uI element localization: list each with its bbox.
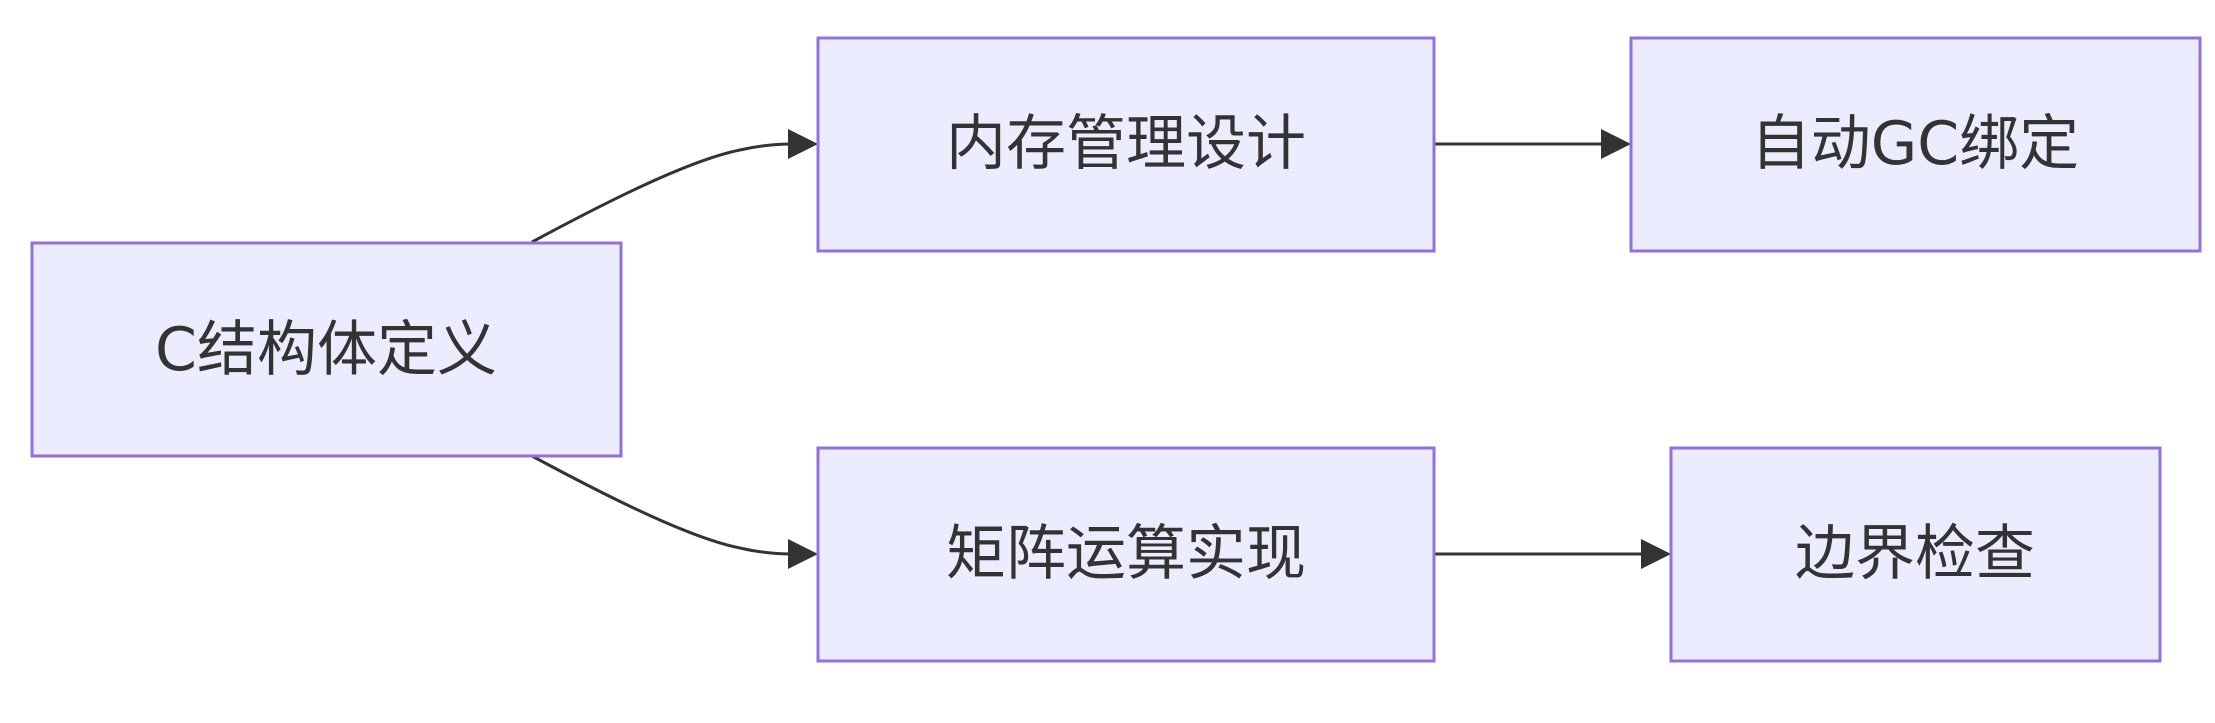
- node-c-struct: C结构体定义: [30, 241, 623, 458]
- node-label-memory: 内存管理设计: [946, 109, 1306, 179]
- node-label-bounds: 边界检查: [1795, 519, 2035, 589]
- node-matrix: 矩阵运算实现: [816, 446, 1436, 663]
- arrow-head-bounds: [1641, 539, 1671, 569]
- node-box-memory: [816, 36, 1436, 253]
- node-box-c-struct: [30, 241, 623, 458]
- node-memory: 内存管理设计: [816, 36, 1436, 253]
- edge-c-struct-to-memory: [531, 142, 794, 244]
- arrow-head-memory: [788, 129, 818, 159]
- edges: [531, 129, 1671, 569]
- node-gc-binding: 自动GC绑定: [1629, 36, 2202, 253]
- node-label-gc-binding: 自动GC绑定: [1751, 109, 2079, 179]
- arrow-head-gc: [1601, 129, 1631, 159]
- node-box-bounds: [1669, 446, 2162, 663]
- node-box-gc-binding: [1629, 36, 2202, 253]
- node-label-matrix: 矩阵运算实现: [946, 519, 1306, 589]
- node-box-matrix: [816, 446, 1436, 663]
- node-bounds: 边界检查: [1669, 446, 2162, 663]
- arrow-head-matrix: [788, 539, 818, 569]
- node-label-c-struct: C结构体定义: [155, 315, 497, 385]
- edge-c-struct-to-matrix: [531, 454, 794, 556]
